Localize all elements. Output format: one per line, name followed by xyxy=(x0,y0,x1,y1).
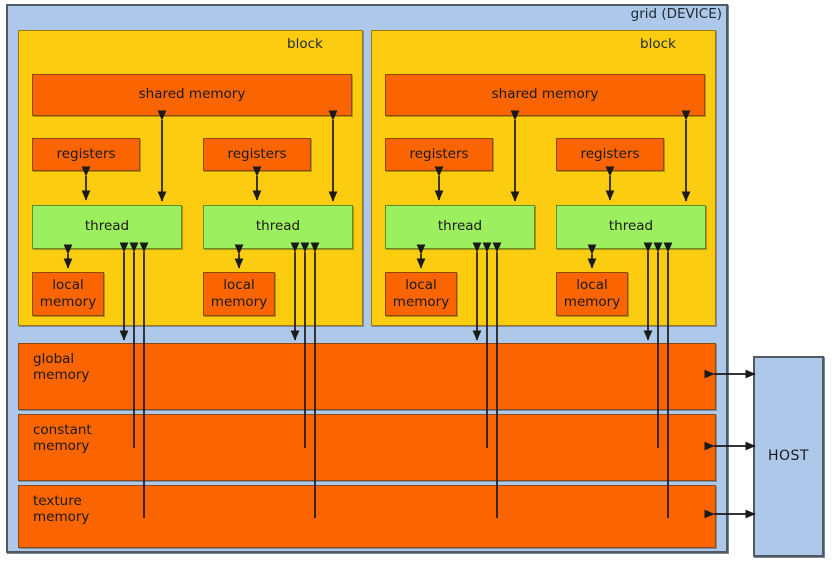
texture-memory-line-1: texture xyxy=(33,493,82,509)
texture-memory-line-2: memory xyxy=(33,508,90,525)
local-memory-line-1: local xyxy=(405,277,437,294)
block-0-lane-0-local-memory: local memory xyxy=(32,272,104,316)
local-memory-line-1: local xyxy=(576,277,608,294)
block-1-lane-1-local-memory: local memory xyxy=(556,272,628,316)
local-memory-line-1: local xyxy=(52,277,84,294)
block-0-shared-memory: shared memory xyxy=(32,74,352,116)
constant-memory-line-1: constant xyxy=(33,422,92,438)
block-0-lane-0-registers: registers xyxy=(32,138,140,171)
block-0-lane-1-thread: thread xyxy=(203,205,353,249)
block-1-lane-1-registers: registers xyxy=(556,138,664,171)
local-memory-line-2: memory xyxy=(210,294,268,310)
block-0-lane-1-registers: registers xyxy=(203,138,311,171)
block-1-lane-0-thread: thread xyxy=(385,205,535,249)
local-memory-line-1: local xyxy=(223,277,255,294)
local-memory-line-2: memory xyxy=(39,294,97,310)
block-1-lane-0-local-memory: local memory xyxy=(385,272,457,316)
grid-device-label: grid (DEVICE) xyxy=(630,6,722,22)
global-memory-line-2: memory xyxy=(33,366,90,383)
local-memory-line-2: memory xyxy=(392,294,450,310)
local-memory-line-2: memory xyxy=(563,294,621,310)
global-memory: global memory xyxy=(18,343,716,410)
constant-memory-line-2: memory xyxy=(33,437,90,454)
block-1-lane-1-thread: thread xyxy=(556,205,706,249)
block-1-shared-memory: shared memory xyxy=(385,74,705,116)
block-1-lane-0-registers: registers xyxy=(385,138,493,171)
global-memory-line-1: global xyxy=(33,351,75,367)
constant-memory: constant memory xyxy=(18,414,716,481)
host-box: HOST xyxy=(753,356,824,557)
texture-memory: texture memory xyxy=(18,485,716,548)
block-0-lane-0-thread: thread xyxy=(32,205,182,249)
block-1-label: block xyxy=(640,36,676,52)
block-0-lane-1-local-memory: local memory xyxy=(203,272,275,316)
block-0-label: block xyxy=(287,36,323,52)
